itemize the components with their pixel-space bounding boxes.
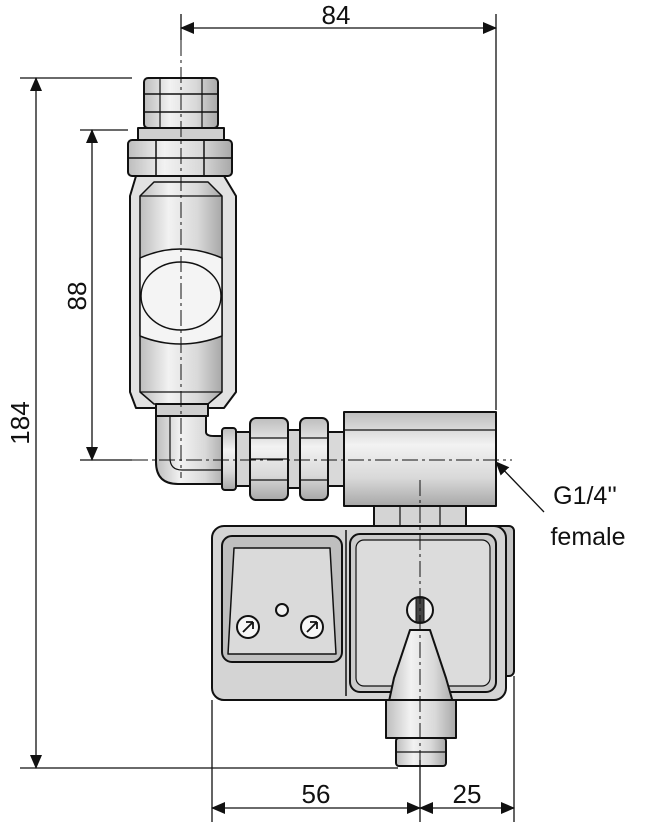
horizontal-connector [221,417,347,501]
vertical-pipe-body [129,175,237,417]
upper-hex-nut [127,139,233,177]
elbow-fitting [155,415,227,485]
thread-callout: G1/4'' [553,482,617,510]
dimension-lines [20,14,545,822]
dim-label-84: 84 [322,0,351,30]
left-knob-icon [236,615,260,639]
dimension-labels: 84 184 88 56 25 G1/4'' female [5,0,626,809]
dim-label-25: 25 [453,779,482,809]
connection-type-callout: female [550,523,625,551]
dim-label-88: 88 [62,282,92,311]
dim-label-56: 56 [302,779,331,809]
assembly-drawing [127,77,515,767]
control-housing [211,525,515,767]
right-knob-icon [300,615,324,639]
dim-label-184: 184 [5,401,35,444]
center-lines [132,40,512,760]
